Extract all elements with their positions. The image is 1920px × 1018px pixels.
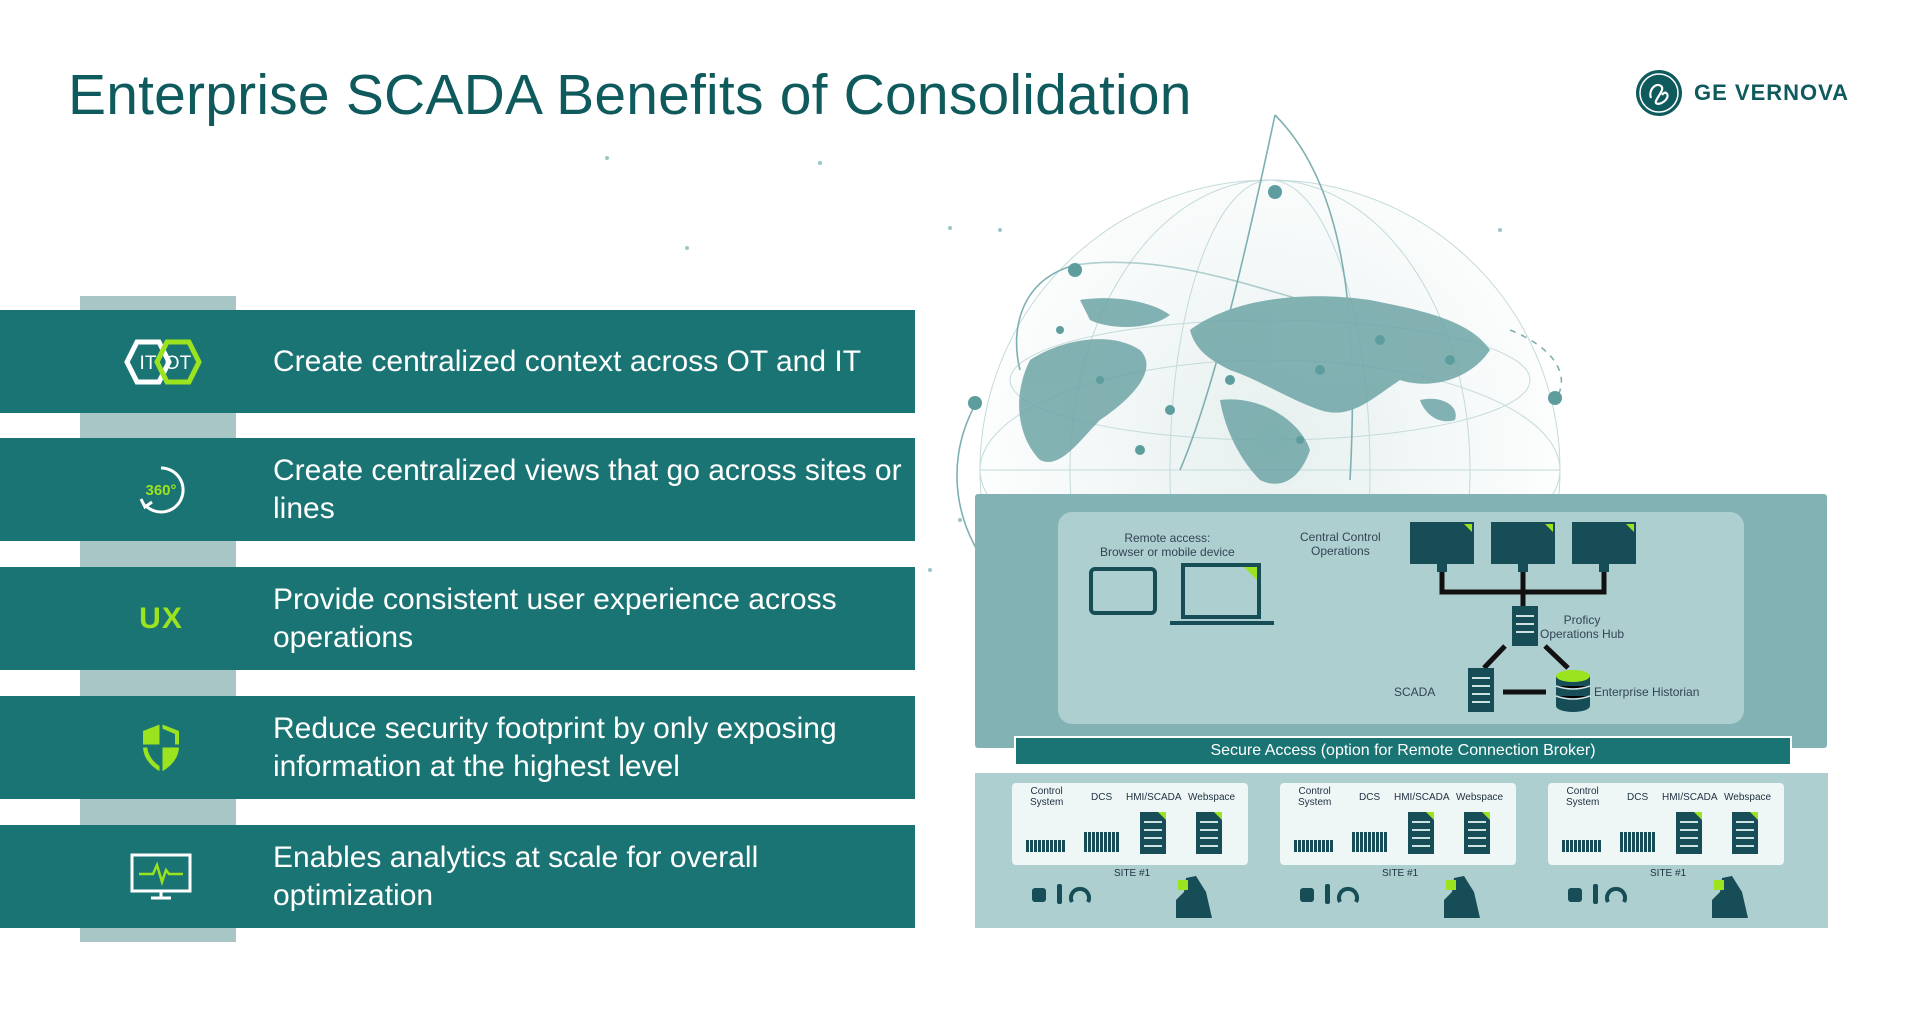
- monitor-icons: [1410, 522, 1636, 606]
- shield-icon: [143, 723, 179, 772]
- ge-monogram-icon: [1636, 70, 1682, 116]
- webspace-label: Webspace: [1724, 792, 1772, 803]
- dcs-rack-icon: [1084, 832, 1119, 852]
- ot-label: OT: [165, 353, 192, 374]
- dcs-label: DCS: [1359, 792, 1381, 803]
- 360-view-icon: 360°: [139, 465, 185, 513]
- robot-arm-icon: [1176, 876, 1212, 918]
- server-icon: [1408, 812, 1434, 854]
- server-icon: [1140, 812, 1166, 854]
- server-icon: [1732, 812, 1758, 854]
- control-rack-icon: [1562, 840, 1601, 852]
- control-system-label: Control System: [1030, 786, 1064, 808]
- benefit-text: Create centralized views that go across …: [273, 453, 902, 525]
- scada-server-icon: [1468, 668, 1494, 712]
- server-icon: [1196, 812, 1222, 854]
- it-ot-hexagon-icon: IT OT: [124, 339, 202, 384]
- control-system-label: Control System: [1298, 786, 1332, 808]
- benefit-row-360: 360° Create centralized views that go ac…: [0, 438, 915, 541]
- benefit-row-analytics: Enables analytics at scale for overall o…: [0, 825, 915, 928]
- field-instruments-icon: [1300, 884, 1359, 904]
- hmi-scada-label: HMI/SCADA: [1126, 792, 1182, 803]
- dcs-rack-icon: [1352, 832, 1387, 852]
- ge-vernova-logo: GE VERNOVA: [1634, 68, 1849, 118]
- secure-access-bar: Secure Access (option for Remote Connect…: [1014, 736, 1792, 766]
- 360-label: 360°: [145, 482, 176, 499]
- hmi-scada-label: HMI/SCADA: [1662, 792, 1718, 803]
- control-system-label: Control System: [1566, 786, 1600, 808]
- field-instruments-icon: [1032, 884, 1091, 904]
- monitor-pulse-icon: [130, 853, 192, 899]
- hmi-scada-label: HMI/SCADA: [1394, 792, 1450, 803]
- tablet-icon: [1089, 567, 1157, 615]
- historian-label: Enterprise Historian: [1594, 685, 1700, 699]
- remote-access-label: Remote access: Browser or mobile device: [1100, 531, 1235, 559]
- operations-hub-label: Proficy Operations Hub: [1540, 613, 1625, 641]
- control-rack-icon: [1026, 840, 1065, 852]
- laptop-icon: [1170, 563, 1274, 625]
- benefit-text: Enables analytics at scale for overall o…: [273, 840, 759, 912]
- webspace-label: Webspace: [1456, 792, 1504, 803]
- historian-database-icon: [1555, 670, 1591, 712]
- benefit-row-security: Reduce security footprint by only exposi…: [0, 696, 915, 799]
- server-icon: [1676, 812, 1702, 854]
- benefit-row-it-ot: IT OT Create centralized context across …: [0, 310, 915, 413]
- site-name: SITE #1: [1114, 868, 1151, 879]
- dcs-rack-icon: [1620, 832, 1655, 852]
- benefit-text: Reduce security footprint by only exposi…: [273, 711, 837, 783]
- benefit-text: Provide consistent user experience acros…: [273, 582, 837, 654]
- central-control-label: Central Control Operations: [1300, 530, 1381, 558]
- webspace-label: Webspace: [1188, 792, 1236, 803]
- hub-server-icon: [1512, 606, 1538, 646]
- server-icon: [1464, 812, 1490, 854]
- control-rack-icon: [1294, 840, 1333, 852]
- benefit-row-ux: UX Provide consistent user experience ac…: [0, 567, 915, 670]
- logo-text: GE VERNOVA: [1694, 80, 1850, 105]
- ux-icon: UX: [139, 601, 183, 635]
- scada-label: SCADA: [1394, 685, 1436, 699]
- slide-title: Enterprise SCADA Benefits of Consolidati…: [68, 63, 1192, 127]
- dcs-label: DCS: [1627, 792, 1649, 803]
- robot-arm-icon: [1444, 876, 1480, 918]
- robot-arm-icon: [1712, 876, 1748, 918]
- it-label: IT: [140, 353, 157, 374]
- site-name: SITE #1: [1650, 868, 1687, 879]
- site-name: SITE #1: [1382, 868, 1419, 879]
- dcs-label: DCS: [1091, 792, 1113, 803]
- benefit-text: Create centralized context across OT and…: [273, 344, 862, 378]
- field-instruments-icon: [1568, 884, 1627, 904]
